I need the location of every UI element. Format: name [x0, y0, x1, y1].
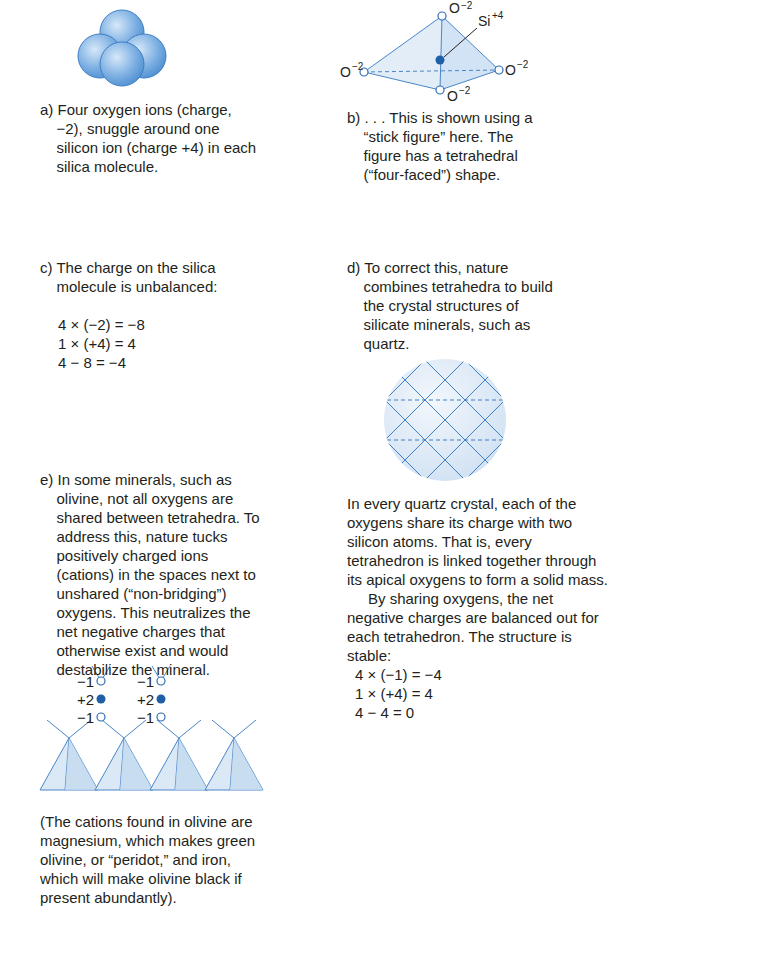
- body-text: By sharing oxygens, the net negative cha…: [347, 589, 609, 665]
- charge-label: −1: [77, 709, 94, 726]
- atom-label: O: [340, 64, 351, 80]
- charge-label: −1: [137, 709, 154, 726]
- equation: 4 × (−2) = −8: [58, 315, 145, 334]
- charge-label: −1: [77, 673, 94, 690]
- tetrahedron-figure: [360, 12, 503, 94]
- olivine-chain: [40, 666, 263, 790]
- charge-superscript: −2: [352, 61, 363, 72]
- charge-superscript: −2: [461, 0, 472, 11]
- oxygen-spheres: [78, 10, 166, 86]
- charge-label: −1: [137, 673, 154, 690]
- charge-superscript: −2: [459, 85, 470, 96]
- equation: 4 × (−1) = −4: [355, 665, 442, 684]
- caption-text: e) In some minerals, such as olivine, no…: [40, 470, 262, 679]
- equation: 4 − 8 = −4: [58, 353, 126, 372]
- atom-label: O: [447, 88, 458, 104]
- equation: 1 × (+4) = 4: [58, 334, 136, 353]
- caption-text: a) Four oxygen ions (charge, −2), snuggl…: [40, 100, 258, 176]
- charge-superscript: −2: [517, 59, 528, 70]
- atom-label: O: [505, 62, 516, 78]
- caption-text: c) The charge on the silica molecule is …: [40, 258, 258, 296]
- atom-label: O: [449, 0, 460, 16]
- equation: 4 − 4 = 0: [355, 703, 414, 722]
- caption-text: d) To correct this, nature combines tetr…: [347, 258, 559, 353]
- atom-label: Si: [478, 13, 490, 29]
- charge-label: +2: [77, 691, 94, 708]
- body-text: In every quartz crystal, each of the oxy…: [347, 494, 609, 589]
- equation: 1 × (+4) = 4: [355, 684, 433, 703]
- charge-superscript: +4: [492, 10, 503, 21]
- charge-label: +2: [137, 691, 154, 708]
- caption-text: b) . . . This is shown using a “stick fi…: [347, 108, 552, 184]
- note-text: (The cations found in olivine are magnes…: [40, 812, 262, 907]
